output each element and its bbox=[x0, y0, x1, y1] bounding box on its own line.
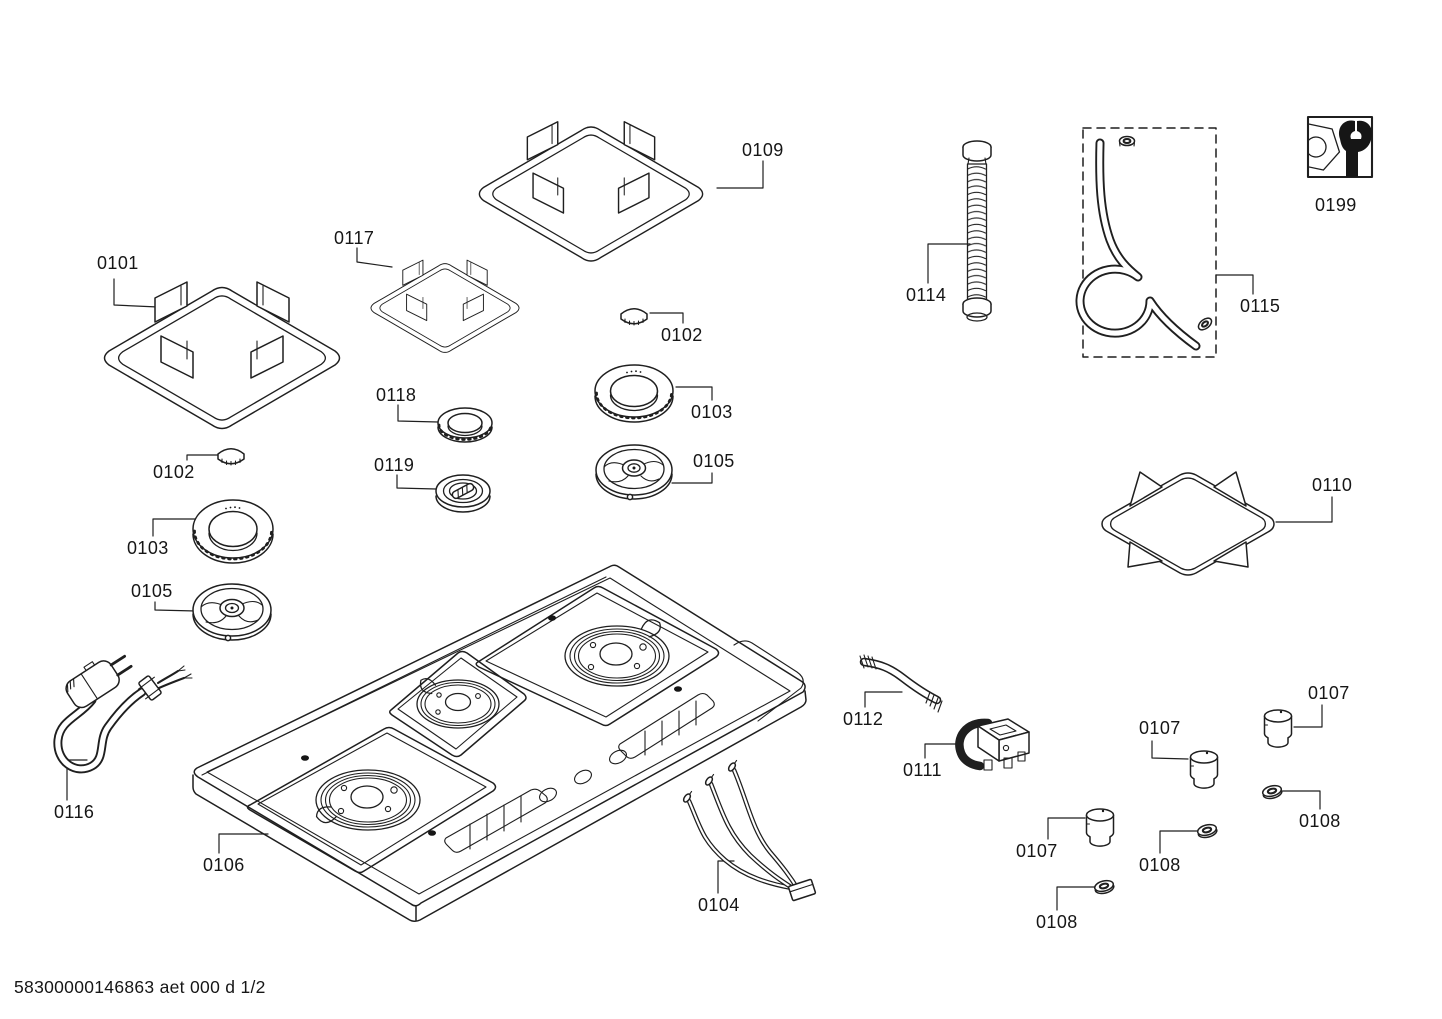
wrench-icon bbox=[1339, 120, 1372, 177]
part-0117-pan-support-small bbox=[371, 260, 519, 352]
part-0108-washer-c bbox=[1261, 784, 1283, 800]
plug bbox=[65, 654, 133, 709]
part-0106-cooktop-body bbox=[192, 564, 807, 923]
part-0102-burner-cap-b bbox=[620, 308, 648, 326]
part-0107-valve-b bbox=[1189, 750, 1219, 789]
callout-0107-mid: 0107 bbox=[1139, 718, 1181, 738]
part-0108-washer-a bbox=[1093, 879, 1115, 895]
callout-0110: 0110 bbox=[1312, 475, 1353, 495]
callout-0101: 0101 bbox=[97, 253, 139, 273]
callout-0107-left: 0107 bbox=[1016, 841, 1058, 861]
part-0111-switch-block bbox=[955, 718, 1030, 771]
callout-leader-lines bbox=[66, 160, 1333, 911]
part-0109-pan-support bbox=[479, 122, 702, 261]
part-0107-valve-c bbox=[1263, 709, 1293, 748]
callout-0106: 0106 bbox=[203, 855, 245, 875]
callout-0102-left: 0102 bbox=[153, 462, 195, 482]
callout-0119: 0119 bbox=[374, 455, 415, 475]
burner-seat-right bbox=[564, 619, 670, 687]
vent-panel-right bbox=[618, 692, 715, 759]
part-0103-burner-ring-a bbox=[192, 499, 274, 564]
vent-panel-left bbox=[444, 788, 548, 853]
callout-0103-left: 0103 bbox=[127, 538, 169, 558]
part-0116-power-cord bbox=[53, 654, 193, 774]
part-0101-pan-support bbox=[105, 282, 340, 429]
callout-0116: 0116 bbox=[54, 802, 95, 822]
cord-grommet bbox=[137, 675, 163, 701]
callout-0108-right: 0108 bbox=[1299, 811, 1341, 831]
harness-connector bbox=[787, 878, 817, 902]
pipe-nut-top bbox=[1118, 135, 1136, 147]
nut-icon bbox=[1308, 123, 1341, 171]
callout-0108-bottom: 0108 bbox=[1036, 912, 1078, 932]
callout-0103-mid: 0103 bbox=[691, 402, 733, 422]
callout-0109: 0109 bbox=[742, 140, 784, 160]
part-0119-burner-cap-small bbox=[435, 474, 491, 513]
callout-0102-mid: 0102 bbox=[661, 325, 703, 345]
document-code: 58300000146863 aet 000 d 1/2 bbox=[14, 977, 266, 997]
part-0115-gas-pipe-kit bbox=[1075, 127, 1217, 358]
part-0104-wire-harness bbox=[682, 759, 817, 902]
part-0114-flex-hose bbox=[962, 140, 992, 322]
part-0112-ribbon-cable bbox=[859, 654, 943, 713]
callout-0105-mid: 0105 bbox=[693, 451, 735, 471]
knob-holes bbox=[539, 749, 627, 803]
callout-0114: 0114 bbox=[906, 285, 947, 305]
part-0107-valve-a bbox=[1085, 808, 1115, 847]
callout-0118: 0118 bbox=[376, 385, 417, 405]
part-0110-wok-support bbox=[1101, 471, 1275, 576]
part-0108-washer-b bbox=[1196, 823, 1218, 839]
callout-0105-left: 0105 bbox=[131, 581, 173, 601]
callout-0104: 0104 bbox=[698, 895, 740, 915]
part-0105-burner-base-a bbox=[192, 583, 272, 642]
callout-0111: 0111 bbox=[903, 760, 942, 780]
callout-0115: 0115 bbox=[1240, 296, 1281, 316]
part-0105-burner-base-b bbox=[595, 444, 673, 501]
callout-0107-right: 0107 bbox=[1308, 683, 1350, 703]
part-0102-burner-cap-a bbox=[217, 448, 245, 466]
part-0103-burner-ring-b bbox=[594, 364, 674, 423]
burner-seat-middle bbox=[416, 677, 500, 729]
callout-0108-mid: 0108 bbox=[1139, 855, 1181, 875]
part-0199-tool-kit bbox=[1306, 115, 1374, 179]
callout-0117: 0117 bbox=[334, 228, 375, 248]
part-0118-burner-ring-small bbox=[437, 407, 493, 443]
burner-seat-left bbox=[315, 769, 421, 831]
callout-0112: 0112 bbox=[843, 709, 884, 729]
callout-0199: 0199 bbox=[1315, 195, 1357, 215]
pipe-nut-bottom bbox=[1197, 317, 1213, 331]
